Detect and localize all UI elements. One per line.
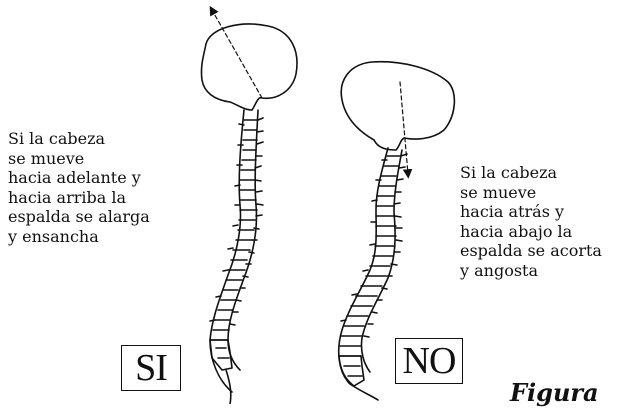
left-caption-line: hacia adelante y bbox=[8, 168, 150, 188]
good-posture-spine bbox=[210, 110, 258, 392]
right-caption-line: hacia abajo la bbox=[460, 222, 602, 242]
si-label-box: SI bbox=[121, 345, 181, 391]
bad-posture-head-arrow bbox=[400, 82, 408, 174]
figure-caption: Figura bbox=[510, 378, 599, 407]
right-caption-line: hacia atrás y bbox=[460, 202, 602, 222]
right-caption-line: Si la cabeza bbox=[460, 163, 602, 183]
right-caption: Si la cabeza se mueve hacia atrás y haci… bbox=[460, 163, 602, 281]
no-label: NO bbox=[403, 339, 456, 383]
si-label: SI bbox=[135, 346, 167, 390]
good-posture-head-arrow bbox=[212, 10, 262, 98]
left-caption-line: Si la cabeza bbox=[8, 129, 150, 149]
right-caption-line: se mueve bbox=[460, 183, 602, 203]
bad-posture-head bbox=[341, 62, 454, 150]
left-caption-line: se mueve bbox=[8, 149, 150, 169]
right-caption-line: y angosta bbox=[460, 261, 602, 281]
left-caption-line: y ensancha bbox=[8, 227, 150, 247]
right-caption-line: espalda se acorta bbox=[460, 241, 602, 261]
no-label-box: NO bbox=[395, 338, 463, 384]
left-caption: Si la cabeza se mueve hacia adelante y h… bbox=[8, 129, 150, 247]
left-caption-line: hacia arriba la bbox=[8, 188, 150, 208]
good-posture-head bbox=[201, 24, 297, 110]
good-posture-figure bbox=[201, 10, 297, 392]
left-caption-line: espalda se alarga bbox=[8, 207, 150, 227]
